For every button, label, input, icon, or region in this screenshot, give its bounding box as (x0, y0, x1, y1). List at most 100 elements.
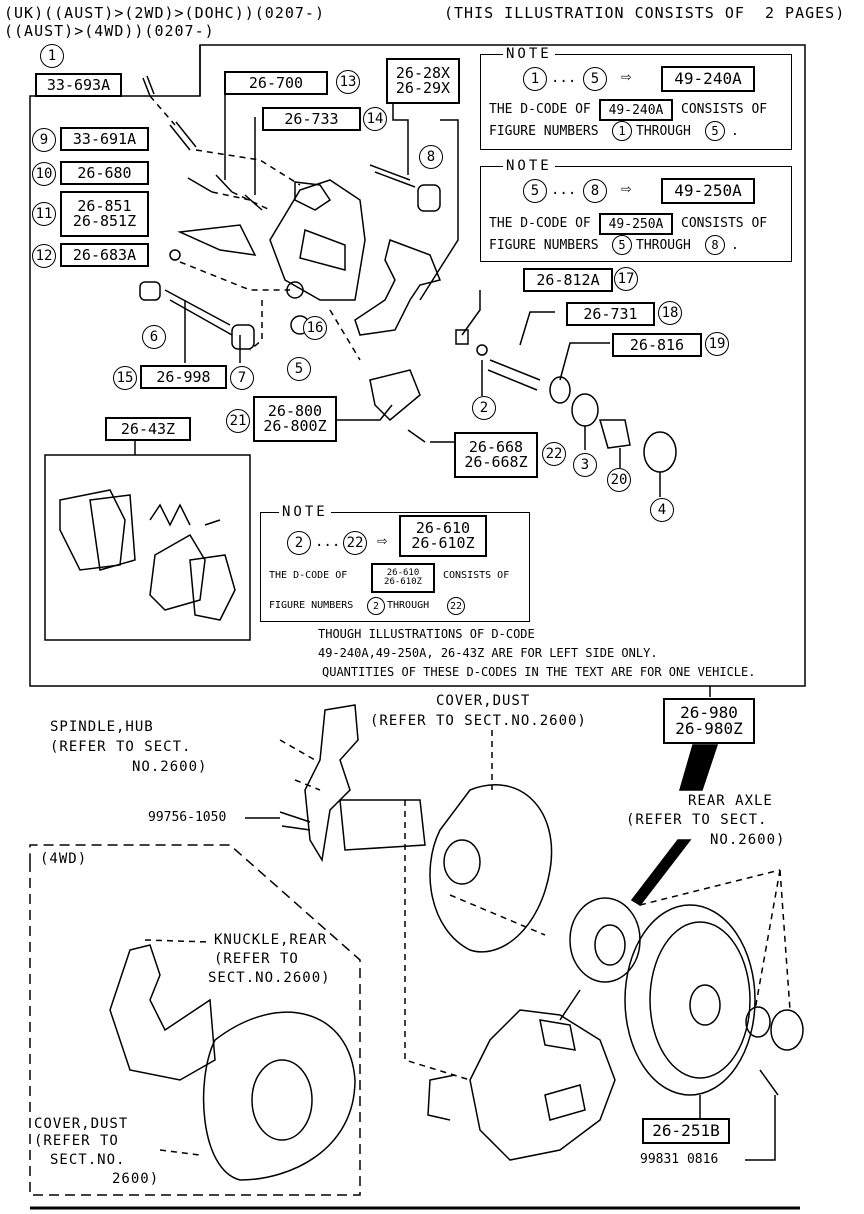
part-number-26-800[interactable]: 26-800 26-800Z (253, 396, 337, 442)
footnote-line-2: 49-240A,49-250A, 26-43Z ARE FOR LEFT SID… (318, 646, 658, 660)
note3-from: 2 (287, 531, 311, 555)
part-number-26-998[interactable]: 26-998 (140, 365, 227, 389)
note2-to: 8 (583, 179, 607, 203)
note-49-250A: NOTE 5 ... 8 ⇨ 49-250A THE D-CODE OF 49-… (480, 158, 792, 262)
part-number-26-700[interactable]: 26-700 (224, 71, 328, 95)
note3-line2-pre: FIGURE NUMBERS (269, 600, 354, 611)
note3-line2-mid: THROUGH (387, 600, 430, 611)
part-number-26-43Z[interactable]: 26-43Z (105, 417, 191, 441)
part-26-851-line2: 26-851Z (72, 212, 137, 230)
part-26-668-line2: 26-668Z (464, 453, 528, 471)
part-26-28X-line2: 26-29X (395, 79, 451, 97)
part-26-980-line1: 26-980 (680, 703, 738, 722)
footnote-line-3: QUANTITIES OF THESE D-CODES IN THE TEXT … (322, 665, 756, 679)
note2-line1-pre: THE D-CODE OF (489, 216, 591, 231)
knuckle-rear-ref-1: (REFER TO (214, 951, 299, 967)
cover-dust-4wd-ref-2: SECT.NO. (50, 1152, 126, 1168)
note1-from: 1 (523, 67, 547, 91)
header-model-line-1: (UK)((AUST)>(2WD)>(DOHC))(0207-) (4, 4, 325, 22)
callout-14: 14 (363, 107, 387, 131)
note-26-610: NOTE 2 ... 22 ⇨ 26-610 26-610Z THE D-COD… (260, 504, 530, 622)
note-title: NOTE (503, 158, 555, 174)
4wd-label: (4WD) (40, 851, 88, 867)
note2-line2-pre: FIGURE NUMBERS (489, 238, 599, 253)
note2-code[interactable]: 49-250A (661, 178, 755, 204)
callout-9: 9 (32, 128, 56, 152)
note3-inline-code: 26-610 26-610Z (371, 563, 435, 593)
callout-1: 1 (40, 44, 64, 68)
callout-5: 5 (287, 357, 311, 381)
note2-line2-end: . (731, 238, 739, 253)
part-number-26-680[interactable]: 26-680 (60, 161, 149, 185)
part-number-26-731[interactable]: 26-731 (566, 302, 655, 326)
part-number-26-28X[interactable]: 26-28X 26-29X (386, 58, 460, 104)
header-model-line-2: ((AUST)>(4WD))(0207-) (4, 22, 215, 40)
callout-6: 6 (142, 325, 166, 349)
part-26-800-line2: 26-800Z (263, 417, 327, 435)
note1-line2-mid: THROUGH (636, 124, 691, 139)
note1-line2-pre: FIGURE NUMBERS (489, 124, 599, 139)
note1-arrow: ⇨ (621, 67, 632, 87)
callout-19: 19 (705, 332, 729, 356)
note2-from: 5 (523, 179, 547, 203)
part-number-26-668[interactable]: 26-668 26-668Z (454, 432, 538, 478)
part-number-26-251B[interactable]: 26-251B (642, 1118, 730, 1144)
part-number-26-851[interactable]: 26-851 26-851Z (60, 191, 149, 237)
part-number-26-812A[interactable]: 26-812A (523, 268, 613, 292)
note2-arrow: ⇨ (621, 179, 632, 199)
callout-18: 18 (658, 301, 682, 325)
note1-line1-pre: THE D-CODE OF (489, 102, 591, 117)
cover-dust-4wd-ref-3: 2600) (112, 1171, 160, 1187)
part-number-26-733[interactable]: 26-733 (262, 107, 361, 131)
callout-11: 11 (32, 202, 56, 226)
callout-20: 20 (607, 468, 631, 492)
note2-from-small: 5 (612, 235, 632, 255)
callout-10: 10 (32, 162, 56, 186)
part-number-33-691A[interactable]: 33-691A (60, 127, 149, 151)
cover-dust-label: COVER,DUST (436, 693, 531, 709)
part-number-33-693A[interactable]: 33-693A (35, 73, 122, 97)
spindle-hub-ref-1: (REFER TO SECT. (50, 739, 192, 755)
cover-dust-ref: (REFER TO SECT.NO.2600) (370, 713, 587, 729)
bolt-part-number-99831-0816[interactable]: 99831 0816 (640, 1152, 719, 1167)
callout-8: 8 (419, 145, 443, 169)
note-title: NOTE (503, 46, 555, 62)
note-49-240A: NOTE 1 ... 5 ⇨ 49-240A THE D-CODE OF 49-… (480, 46, 792, 150)
note2-inline-code: 49-250A (599, 213, 673, 235)
part-number-26-980[interactable]: 26-980 26-980Z (663, 698, 755, 744)
note3-code[interactable]: 26-610 26-610Z (399, 515, 487, 557)
rear-axle-ref-1: (REFER TO SECT. (626, 812, 768, 828)
bolt-part-number-99756-1050[interactable]: 99756-1050 (148, 810, 227, 825)
part-26-980-line2: 26-980Z (675, 719, 743, 738)
note3-code-b: 26-610Z (411, 534, 475, 552)
note1-line2-end: . (731, 124, 739, 139)
note1-line1-post: CONSISTS OF (681, 102, 768, 117)
knuckle-rear-ref-2: SECT.NO.2600) (208, 970, 331, 986)
note2-line1-post: CONSISTS OF (681, 216, 768, 231)
callout-21: 21 (226, 409, 250, 433)
note1-dots: ... (551, 70, 577, 86)
callout-2: 2 (472, 396, 496, 420)
callout-13: 13 (336, 70, 360, 94)
note2-line2-mid: THROUGH (636, 238, 691, 253)
callout-12: 12 (32, 244, 56, 268)
part-number-26-816[interactable]: 26-816 (612, 333, 702, 357)
part-number-26-683A[interactable]: 26-683A (60, 243, 149, 267)
note3-to-small: 22 (447, 597, 465, 615)
callout-17: 17 (614, 267, 638, 291)
note3-line1-post: CONSISTS OF (443, 570, 510, 581)
note1-to-small: 5 (705, 121, 725, 141)
knuckle-rear-label: KNUCKLE,REAR (214, 932, 328, 948)
spindle-hub-label: SPINDLE,HUB (50, 719, 154, 735)
rear-axle-ref-2: NO.2600) (710, 832, 786, 848)
callout-4: 4 (650, 498, 674, 522)
note3-code-a: 26-610 (415, 519, 471, 537)
part-26-800-line1: 26-800 (267, 402, 323, 420)
note3-inline-code-b: 26-610Z (384, 577, 422, 587)
note3-arrow: ⇨ (377, 531, 388, 551)
callout-7: 7 (230, 366, 254, 390)
rear-axle-label: REAR AXLE (688, 793, 773, 809)
part-26-28X-line1: 26-28X (395, 64, 451, 82)
note1-code[interactable]: 49-240A (661, 66, 755, 92)
part-26-668-line1: 26-668 (468, 438, 524, 456)
